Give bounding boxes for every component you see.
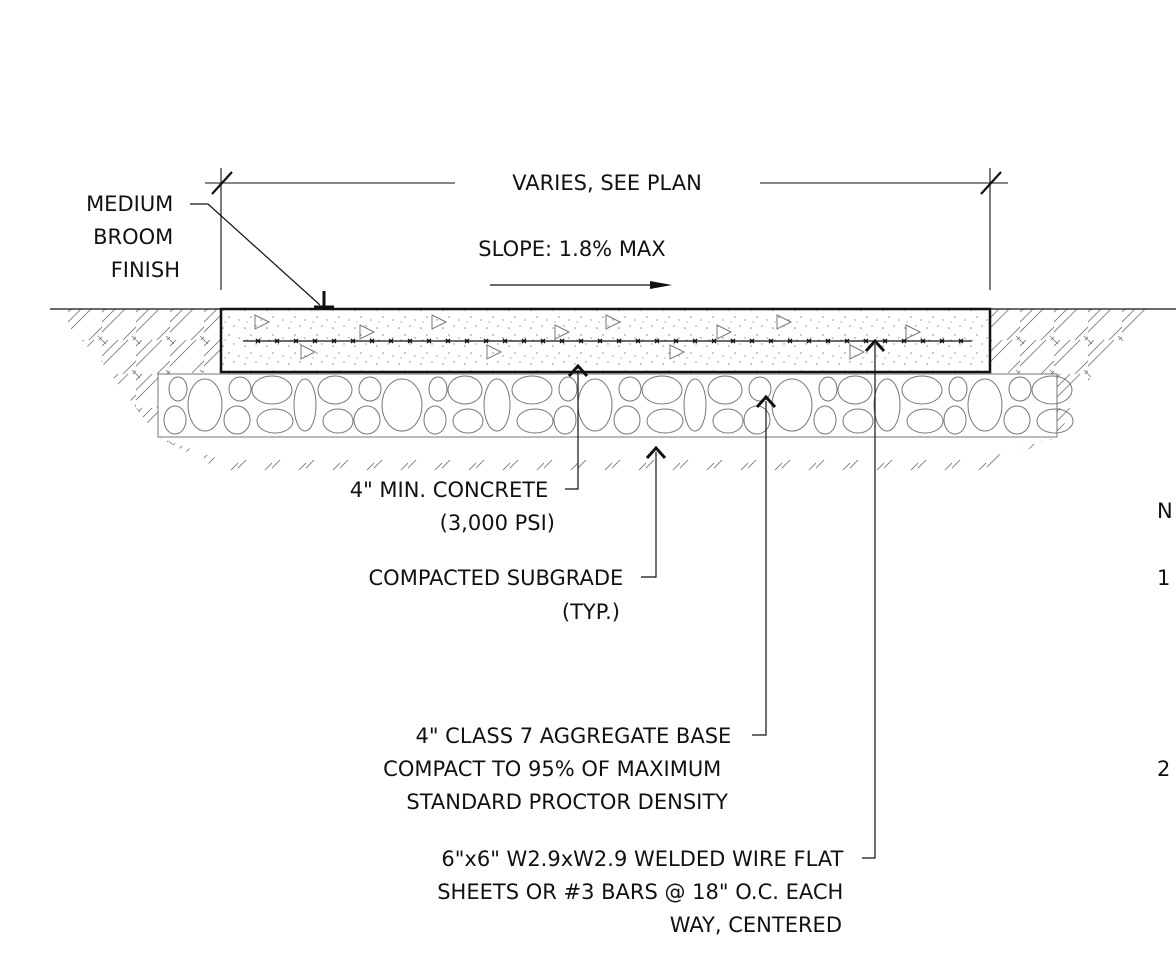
aggregate-leader xyxy=(752,401,767,736)
subgrade-leader xyxy=(641,452,657,578)
aggregate-label: 4" CLASS 7 AGGREGATE BASE COMPACT TO 95%… xyxy=(383,724,738,814)
slope-label: SLOPE: 1.8% MAX xyxy=(478,237,665,261)
reinforcement-leader-arrow xyxy=(864,338,886,353)
subgrade-label: COMPACTED SUBGRADE (TYP.) xyxy=(369,566,630,624)
broom-finish-leader xyxy=(190,203,321,306)
reinforcement-label: 6"x6" W2.9xW2.9 WELDED WIRE FLAT SHEETS … xyxy=(437,847,850,937)
notes-heading-fragment: N xyxy=(1157,499,1173,523)
width-dimension xyxy=(205,168,1008,290)
concrete-leader-arrow xyxy=(567,363,589,378)
slope-arrow xyxy=(490,281,672,289)
dimension-label: VARIES, SEE PLAN xyxy=(512,171,702,195)
note-1-fragment: 1 xyxy=(1157,566,1170,590)
concrete-leader xyxy=(565,370,579,490)
aggregate-base xyxy=(157,373,1074,438)
reinforcement-leader xyxy=(862,344,876,859)
broom-finish-marker xyxy=(314,291,334,309)
aggregate-leader-arrow xyxy=(755,394,777,409)
concrete-label: 4" MIN. CONCRETE (3,000 PSI) xyxy=(350,478,555,535)
broom-finish-label: MEDIUM BROOM FINISH xyxy=(86,192,180,282)
wire-mesh-reinforcement xyxy=(243,338,972,344)
note-2-fragment: 2 xyxy=(1157,757,1170,781)
subgrade-leader-arrow xyxy=(645,445,667,460)
